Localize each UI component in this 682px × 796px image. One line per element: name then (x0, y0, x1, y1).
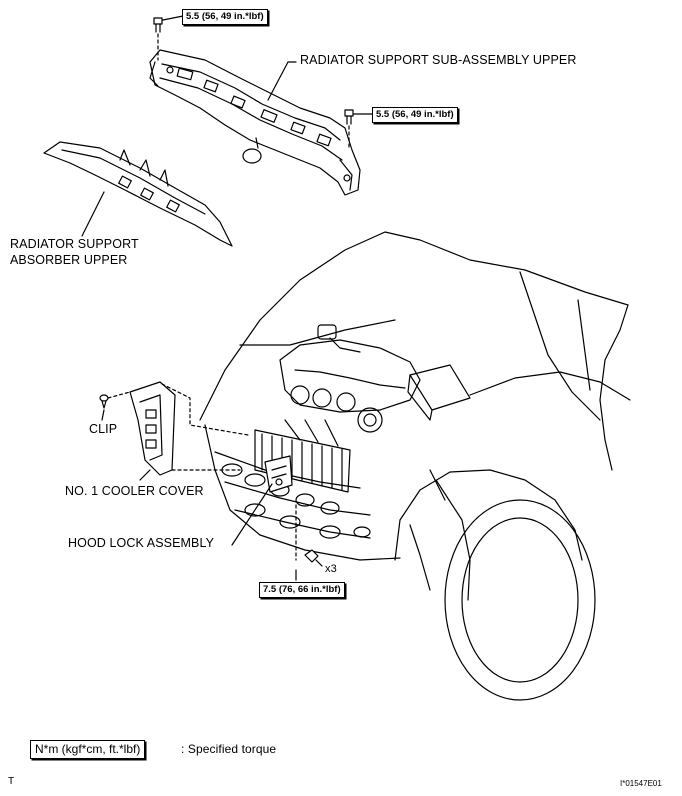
vehicle-body (199, 231, 631, 701)
torque-label-top-right: 5.5 (56, 49 in.*lbf) (372, 107, 458, 123)
torque-label-top-left: 5.5 (56, 49 in.*lbf) (182, 9, 268, 25)
label-cooler-cover: NO. 1 COOLER COVER (65, 484, 204, 498)
figure-id: I*01547E01 (620, 779, 662, 788)
label-radiator-support-upper: RADIATOR SUPPORT SUB-ASSEMBLY UPPER (300, 53, 577, 67)
cooler-cover-part (99, 381, 249, 481)
bolt-bottom (304, 549, 323, 567)
radiator-support-upper-part (149, 15, 373, 196)
label-clip: CLIP (89, 422, 118, 436)
footer-left-mark: T (8, 776, 15, 787)
label-absorber-line2: ABSORBER UPPER (10, 253, 128, 267)
legend-torque-box: N*m (kgf*cm, ft.*lbf) (30, 740, 146, 759)
hood-lock-part (231, 455, 323, 581)
bolt-left (153, 17, 163, 61)
clip-part (99, 394, 109, 409)
legend-description: : Specified torque (181, 742, 277, 756)
bolt-right (344, 109, 354, 151)
label-hood-lock: HOOD LOCK ASSEMBLY (68, 536, 215, 550)
absorber-upper-part (43, 141, 233, 247)
torque-label-bottom: 7.5 (76, 66 in.*lbf) (259, 582, 345, 598)
label-absorber-line1: RADIATOR SUPPORT (10, 237, 139, 251)
label-multiplier: x3 (325, 563, 337, 575)
